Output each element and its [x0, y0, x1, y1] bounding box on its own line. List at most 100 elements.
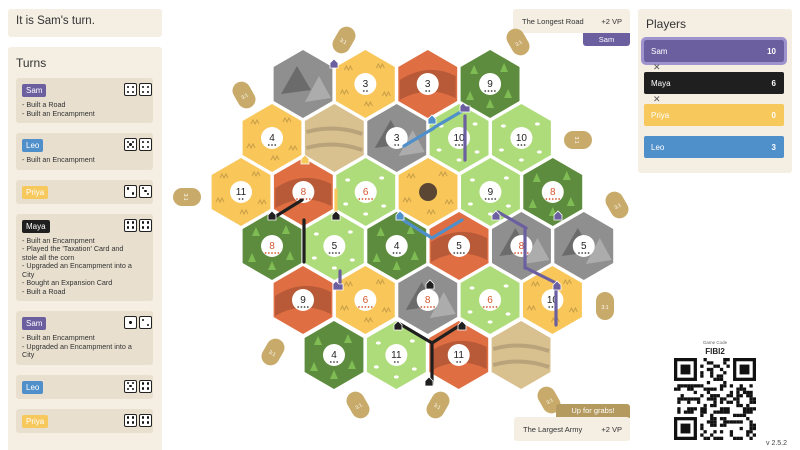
longest-road-label: The Longest Road [522, 17, 584, 26]
hex-tile-pasture[interactable]: 5 [303, 210, 366, 282]
number-token-value: 5 [332, 241, 338, 252]
number-token [416, 73, 439, 95]
hex-tile-hill[interactable]: 9 [271, 264, 335, 336]
die-icon [139, 316, 152, 329]
hex-tile-hill[interactable]: 3 [396, 48, 459, 120]
turn-action: City [22, 350, 35, 359]
hex-tile-pasture[interactable]: 6 [458, 264, 522, 336]
road-piece [430, 218, 464, 240]
harbor-icon: 3:1 [605, 191, 629, 219]
hex-tile-forest[interactable]: 8 [521, 156, 584, 228]
turn-action: - Played the 'Taxation' Card and [22, 244, 124, 253]
harbor-icon: 3:1 [232, 81, 256, 109]
svg-text:3:1: 3:1 [545, 397, 554, 406]
turn-action: - Built a Road [22, 286, 66, 296]
svg-text:3:1: 3:1 [573, 137, 579, 144]
hex-tile-field[interactable]: 4 [240, 102, 304, 174]
die-icon [124, 184, 137, 198]
harbor-icon: 3:1 [346, 391, 370, 419]
number-token-value: 5 [456, 241, 462, 252]
number-token [541, 181, 564, 203]
robber-icon[interactable] [419, 183, 438, 201]
largest-army-vp: +2 VP [601, 425, 622, 434]
turn-action: - Upgraded an Encampment into a [22, 261, 132, 270]
road-piece [524, 266, 558, 285]
settlement-piece [393, 320, 403, 331]
number-token-value: 9 [300, 295, 306, 306]
number-token [510, 235, 533, 257]
hex-tile-forest[interactable]: 4 [365, 210, 428, 282]
road-piece [398, 322, 434, 345]
turn-player-tag: Priya [22, 414, 49, 428]
number-token-value: 4 [394, 241, 400, 252]
hex-tile-pasture[interactable]: 6 [334, 156, 397, 228]
hex-tile-pasture[interactable]: 9 [459, 156, 522, 228]
die-icon [139, 413, 152, 427]
hex-tile-mountain[interactable]: 3 [365, 102, 428, 174]
number-token-value: 4 [331, 350, 337, 361]
longest-road-card: The Longest Road +2 VP [513, 9, 630, 33]
turn-action: - Built a Road [22, 100, 66, 109]
die-icon [139, 138, 152, 151]
player-score: 0 [771, 111, 776, 120]
hex-tile-pasture[interactable]: 10 [490, 102, 553, 174]
turn-action: stole all the corn [22, 252, 75, 262]
hex-tile-field[interactable]: 10 [521, 264, 584, 336]
player-name: Leo [651, 143, 665, 152]
hex-tile-field[interactable] [396, 156, 460, 228]
turn-player-tag: Leo [22, 139, 44, 152]
hex-tile-field[interactable]: 6 [334, 264, 397, 336]
road-piece [402, 126, 436, 148]
turns-panel[interactable]: Turns Sam- Built a Road- Built an Encamp… [8, 47, 162, 450]
settlement-piece [300, 154, 310, 165]
hex-tile-field[interactable]: 11 [209, 156, 273, 228]
hex-tile-forest[interactable]: 8 [240, 210, 304, 282]
svg-text:3:1: 3:1 [432, 402, 441, 411]
hex-tile-forest[interactable]: 9 [458, 48, 522, 120]
hex-tile-pasture[interactable]: 10 [427, 102, 491, 174]
number-token [292, 181, 315, 203]
hex-tile-mountain[interactable]: 8 [490, 210, 553, 282]
game-code-label: Game Code [702, 340, 728, 345]
number-token-value: 10 [516, 133, 528, 144]
turn-player-tag: Leo [22, 380, 44, 394]
x-icon: ✕ [653, 94, 661, 104]
svg-text:3:1: 3:1 [613, 202, 622, 211]
hex-tile-pasture[interactable]: 11 [365, 319, 428, 391]
harbor-icon: 3:1 [261, 338, 285, 366]
hex-tile-hill[interactable]: 11 [427, 319, 490, 391]
turn-status: It is Sam's turn. [8, 9, 162, 37]
largest-army-label: The Largest Army [523, 425, 583, 434]
die-icon [124, 138, 137, 151]
turn-entry: Sam- Built a Road- Built an Encampment [16, 78, 153, 123]
number-token-value: 8 [519, 241, 525, 252]
hex-tile-field[interactable]: 3 [334, 48, 397, 120]
turn-player-tag: Priya [22, 185, 49, 199]
harbor-icon: 3:1 [426, 391, 450, 419]
hex-tile-mountain[interactable]: 5 [552, 210, 615, 282]
number-token-value: 11 [236, 187, 247, 198]
settlement-piece [457, 320, 467, 331]
road-piece [433, 108, 466, 129]
hex-tile-mountain[interactable]: 8 [396, 264, 459, 336]
number-token [261, 127, 283, 149]
harbor-icon: 3:1 [537, 386, 561, 414]
svg-text:3:1: 3:1 [182, 194, 188, 201]
number-token-value: 10 [547, 295, 559, 306]
harbor-icon: 3:1 [173, 188, 201, 206]
hex-tile-mountain[interactable] [271, 48, 335, 120]
hex-tile-forest[interactable]: 4 [302, 319, 366, 391]
version-label: v 2.5.2 [766, 440, 788, 447]
city-piece [459, 102, 471, 113]
svg-text:3:1: 3:1 [354, 402, 363, 411]
settlement-piece [267, 210, 277, 221]
turn-entry: Priya [16, 179, 153, 204]
hex-tile-desert[interactable] [303, 102, 366, 174]
hex-tile-desert[interactable] [489, 319, 553, 391]
